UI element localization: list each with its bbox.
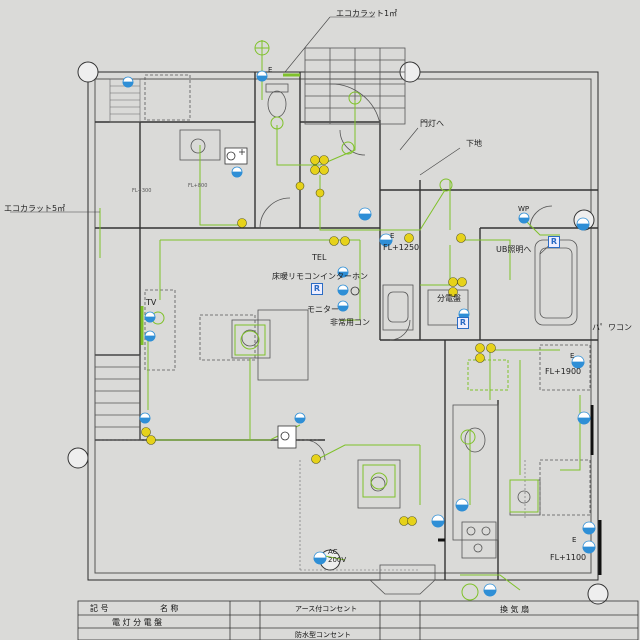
label-wp: WP [518,205,530,213]
label-wash-machine: ハ゜ワコン [592,323,632,332]
label-ecocarat-1: エコカラット1㎡ [336,9,398,18]
label-e-bottom: E [572,536,577,544]
light-fixtures [151,40,539,601]
label-e-bath: E [390,232,395,240]
label-fl-1900: FL+1900 [545,367,582,376]
label-distribution-board: 分電盤 [437,294,461,303]
label-ac: AC [328,548,338,556]
label-e-kitchen: E [570,352,575,360]
label-tel: TEL [312,253,327,262]
yellow-outlets [141,155,496,526]
label-fl-1100: FL+1100 [550,553,587,562]
label-ecocarat-5: エコカラット5㎡ [4,204,66,213]
label-monitor: モニター [307,305,339,314]
label-ub-light: UB照明へ [496,245,532,254]
label-gate-light: 門灯へ [420,119,444,128]
label-fl-300: FL+300 [132,188,152,194]
legend-header-symbol: 記 号 [90,604,109,613]
legend-earth-outlet: アース付コンセント [295,605,358,613]
badge-r-living: R [311,283,323,295]
legend-panel: 電 灯 分 電 盤 [112,618,163,627]
wall-accents [438,405,602,575]
fixtures [144,74,591,595]
label-fl-800: FL+800 [188,183,208,189]
legend-grid [77,600,639,640]
badge-r-bath: R [548,236,560,248]
label-emergency-outlet: 非常用コン [330,318,370,327]
label-fl-1250: FL+1250 [383,243,420,252]
switch-symbols [224,147,360,449]
label-ac-200v: 200V [328,556,347,564]
label-tv: TV [146,298,157,307]
label-floor-heat-remote: 床暖リモコンインターホン [272,272,368,281]
badge-r-laundry: R [457,317,469,329]
legend-waterproof-outlet: 防水型コンセント [295,631,351,639]
legend-ventilation: 換 気 扇 [500,605,530,614]
legend-header-name: 名 称 [160,604,179,613]
label-ground: 下地 [466,139,482,148]
label-e-toilet: E [268,66,273,74]
